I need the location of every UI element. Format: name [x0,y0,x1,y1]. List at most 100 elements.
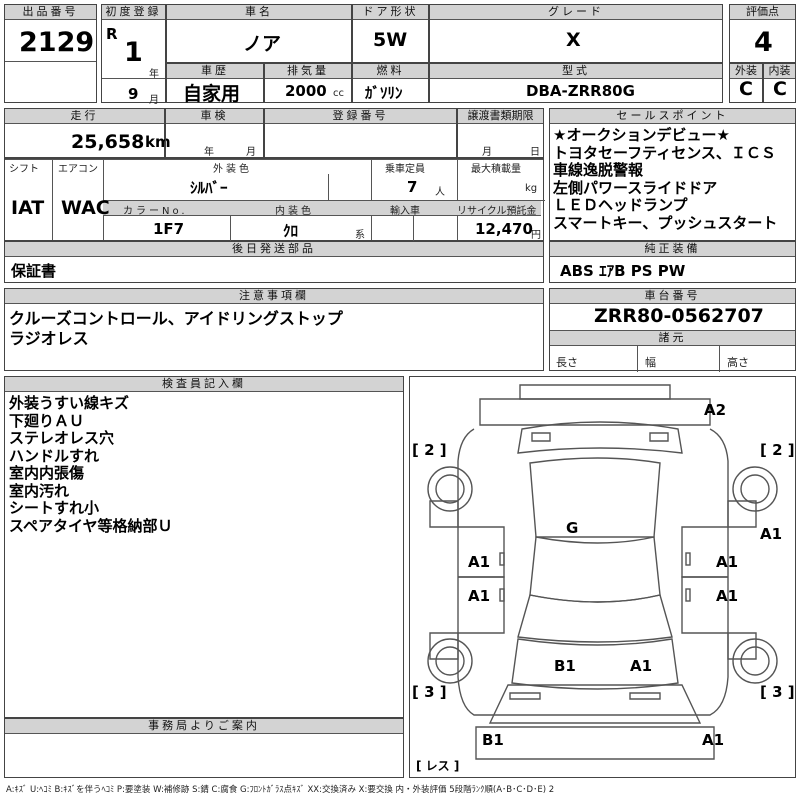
inspector-label: 検査員記入欄 [5,377,403,392]
inspector-item: 外装うすい線キズ [9,394,130,412]
mark-left-door1: A1 [468,553,491,571]
mark-front-right-bracket: [ 3 ] [760,683,795,701]
inspector-item: 室内内張傷 [9,464,85,482]
import-label: 輸入車 [390,206,420,217]
displacement-box: 排気量 2000 cc [264,63,352,103]
inspector-item: スペアタイヤ等格納部Ｕ [9,516,173,535]
month-unit: 月 [149,95,159,106]
sales-point: トヨタセーフティセンス、ＩＣＳ [553,143,776,162]
ext-rating: C [739,78,753,100]
inspector-item: 下廻りＡＵ [9,411,85,430]
mileage: 25,658 [71,131,145,153]
regno-label: 登録番号 [265,109,456,124]
car-outline [427,384,778,760]
door-type: 5W [373,29,408,51]
later-parts-label: 後日発送部品 [5,242,543,257]
note-line: クルーズコントロール、アイドリングストップ [9,309,343,328]
lot-box: 出品番号 2129 [4,4,97,103]
color-label: 外装色 [213,164,252,175]
sales-point: 車線逸脱警報 [553,161,644,179]
model-label: 型式 [430,64,722,79]
load-unit: kg [525,183,538,194]
reg-month: 9 [128,85,139,103]
interior-label: 内装色 [275,206,314,217]
mark-left-door2: A1 [468,587,491,605]
history-box: 車歴 自家用 [166,63,264,105]
interior-color: ｸﾛ [283,222,299,240]
damage-diagram: A2 [ 2 ] [ 2 ] G A1 A1 A1 A1 A1 B1 A1 [ … [409,376,796,778]
ac: WAC [61,197,110,219]
inspector-item: シートすれ小 [9,499,100,517]
score: 4 [754,27,773,58]
office-box: 事務局よりご案内 [4,718,404,778]
regno-box: 登録番号 [264,108,457,158]
insp-month-unit: 月 [246,147,256,158]
mark-front-right-inner: A1 [630,657,653,675]
transfer-month-unit: 月 [482,147,492,158]
fuel: ｶﾞｿﾘﾝ [365,84,403,102]
width-label: 幅 [645,356,656,369]
mark-front-left-bracket: [ 3 ] [412,683,447,701]
height-label: 高さ [727,356,749,369]
equipment: ABS ｴｱB PS PW [560,262,686,280]
door-box: ドア形状 5W [352,4,429,63]
sales-points-label: セールスポイント [550,109,795,124]
reg-year: 1 [124,37,143,68]
capacity-label: 乗車定員 [385,164,425,175]
displacement-label: 排気量 [265,64,351,79]
capacity: 7 [407,178,418,196]
office-label: 事務局よりご案内 [5,719,403,734]
model: DBA-ZRR80G [526,82,635,100]
lot-label: 出品番号 [5,5,96,20]
color-no-label: カラーNo. [123,206,188,217]
exterior-rating-box: 外装 C [729,63,763,103]
mileage-label: 走行 [5,109,164,124]
load-label: 最大積載量 [471,164,521,175]
fuel-label: 燃料 [353,64,428,79]
mark-bottom-bracket: [ レス ] [416,759,460,773]
sales-point: ★オークションデビュー★ [553,126,730,144]
inspector-box: 検査員記入欄 外装うすい線キズ 下廻りＡＵ ステレオレス穴 ハンドルすれ 室内内… [4,376,404,718]
color-no: 1F7 [153,220,185,238]
shift-label: シフト [9,164,39,175]
mark-front-left-inner: B1 [554,657,576,675]
first-reg-label: 初度登録 [102,5,165,20]
int-rating: C [773,78,787,100]
chassis-number: ZRR80-0562707 [594,305,764,327]
transfer-label: 譲渡書類期限 [458,109,543,124]
exterior-color: ｼﾙﾊﾞｰ [190,179,228,197]
door-label: ドア形状 [353,5,428,20]
dims-label: 諸元 [550,330,795,346]
mark-bumper-right: A1 [702,731,725,749]
grade-label: グレード [430,5,722,20]
chassis-label: 車台番号 [550,289,795,304]
history: 自家用 [183,83,241,105]
model-box: 型式 DBA-ZRR80G [429,63,723,103]
later-parts-box: 後日発送部品 保証書 [4,241,544,283]
inspection-box: 車検 年 月 [165,108,264,158]
legend: A:ｷｽﾞ U:ﾍｺﾐ B:ｷｽﾞを伴うﾍｺﾐ P:要塗装 W:補修跡 S:錆 … [6,785,555,795]
first-registration-box: 初度登録 R 1 年 9 月 [101,4,166,106]
ac-label: エアコン [58,164,98,175]
chassis-box: 車台番号 ZRR80-0562707 諸元 長さ 幅 高さ [549,288,796,372]
recycle-unit: 円 [531,230,541,241]
later-parts: 保証書 [11,262,57,280]
sales-point: スマートキー、プッシュスタート [553,213,778,232]
spec-box: シフト エアコン 外装色 乗車定員 最大積載量 カラーNo. 内装色 輸入車 リ… [4,158,545,242]
sales-point: ＬＥＤヘッドランプ [553,196,688,214]
inspection-label: 車検 [166,109,263,124]
era: R [106,25,118,43]
length-label: 長さ [556,356,578,369]
equipment-box: 純正装備 ABS ｴｱB PS PW [549,241,796,283]
shift: IAT [11,197,45,219]
inspector-item: ハンドルすれ [9,446,100,465]
capacity-unit: 人 [435,187,445,198]
interior-rating-box: 内装 C [763,63,796,103]
mark-rear-right-bracket: [ 2 ] [760,441,795,459]
fuel-box: 燃料 ｶﾞｿﾘﾝ [352,63,429,103]
score-label: 評価点 [730,5,795,20]
mark-right-door1: A1 [716,553,739,571]
mark-rear-left-bracket: [ 2 ] [412,441,447,459]
notes-box: 注意事項欄 クルーズコントロール、アイドリングストップ ラジオレス [4,288,544,371]
sales-points-box: セールスポイント ★オークションデビュー★ トヨタセーフティセンス、ＩＣＳ 車線… [549,108,796,241]
